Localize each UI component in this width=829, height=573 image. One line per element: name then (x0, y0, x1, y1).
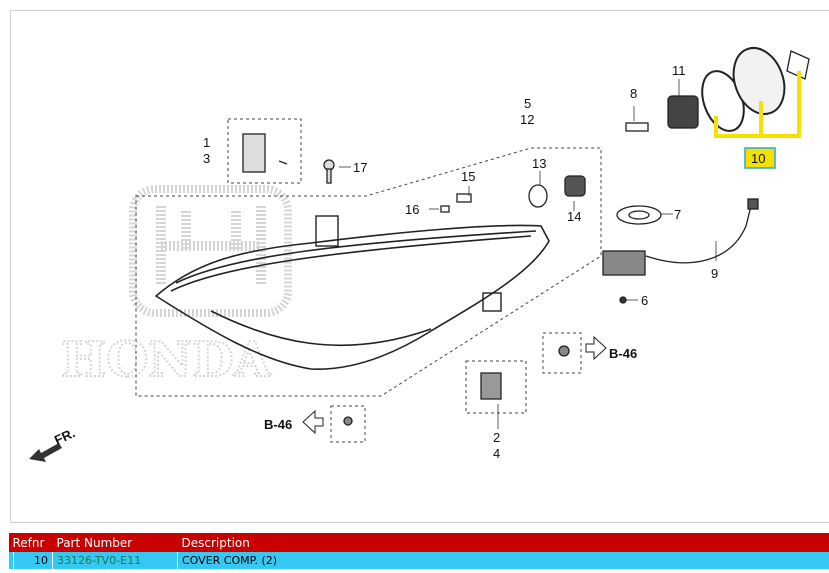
bulb-icon (528, 184, 548, 208)
arrow-left-icon (302, 409, 324, 435)
callout-13[interactable]: 13 (532, 156, 546, 171)
callout-5[interactable]: 5 (524, 96, 531, 111)
callout-16[interactable]: 16 (405, 202, 419, 217)
header-description: Description (177, 533, 829, 552)
arrow-right-icon (585, 335, 607, 361)
header-refnr: Refnr (8, 533, 53, 552)
table-row[interactable]: 10 33126-TV0-E11 COVER COMP. (2) (8, 552, 829, 569)
callout-7[interactable]: 7 (674, 207, 681, 222)
honda-logo-watermark: HONDA (60, 185, 292, 389)
bracket-icon (242, 133, 266, 173)
callout-1[interactable]: 1 (203, 135, 210, 150)
cell-refnr: 10 (13, 552, 53, 569)
callout-11[interactable]: 11 (672, 63, 686, 78)
callout-10[interactable]: 10 (751, 151, 765, 166)
ballast-icon (602, 250, 646, 276)
callout-9[interactable]: 9 (711, 266, 718, 281)
parts-table: Refnr Part Number Description 10 33126-T… (8, 533, 829, 569)
screw-icon (278, 160, 288, 165)
table-header-row: Refnr Part Number Description (8, 533, 829, 552)
harness-icon (645, 205, 752, 264)
clip-icon (480, 372, 502, 400)
callout-12[interactable]: 12 (520, 112, 534, 127)
diagram-canvas: HONDA (29, 47, 810, 462)
callout-8[interactable]: 8 (630, 86, 637, 101)
cell-part-number[interactable]: 33126-TV0-E11 (52, 552, 178, 569)
group-boxes (135, 118, 602, 443)
cell-description: COVER COMP. (2) (177, 552, 829, 569)
callout-3[interactable]: 3 (203, 151, 210, 166)
row-marker (8, 552, 14, 569)
callout-2[interactable]: 2 (493, 430, 500, 445)
header-part-number: Part Number (52, 533, 178, 552)
parts-diagram: HONDA (10, 10, 829, 523)
cover-icon (732, 47, 786, 115)
highlight-box-10[interactable] (744, 147, 776, 169)
bulb-small-icon (456, 193, 472, 203)
front-direction-indicator: FR. (29, 425, 77, 462)
callout-labels: 1 3 17 5 12 13 14 15 16 8 11 10 7 9 6 2 … (203, 63, 765, 461)
callout-14[interactable]: 14 (567, 209, 581, 224)
callout-4[interactable]: 4 (493, 446, 500, 461)
callout-6[interactable]: 6 (641, 293, 648, 308)
reference-b46-right[interactable]: B-46 (585, 335, 637, 361)
highlight-leader-10 (714, 71, 801, 138)
hid-bulb-icon (625, 122, 649, 132)
label-sticker-icon (786, 50, 810, 80)
front-label: FR. (52, 425, 77, 447)
leader-lines (339, 79, 717, 429)
igniter-icon (667, 95, 699, 129)
part-icons (242, 47, 810, 426)
callout-15[interactable]: 15 (461, 169, 475, 184)
reference-b46-left[interactable]: B-46 (264, 409, 324, 435)
callout-17[interactable]: 17 (353, 160, 367, 175)
reference-label[interactable]: B-46 (609, 346, 637, 361)
front-arrow-icon (29, 443, 62, 462)
headlight-assembly (154, 215, 550, 370)
honda-wordmark: HONDA (61, 332, 272, 388)
socket-icon (564, 175, 586, 197)
reference-label[interactable]: B-46 (264, 417, 292, 432)
